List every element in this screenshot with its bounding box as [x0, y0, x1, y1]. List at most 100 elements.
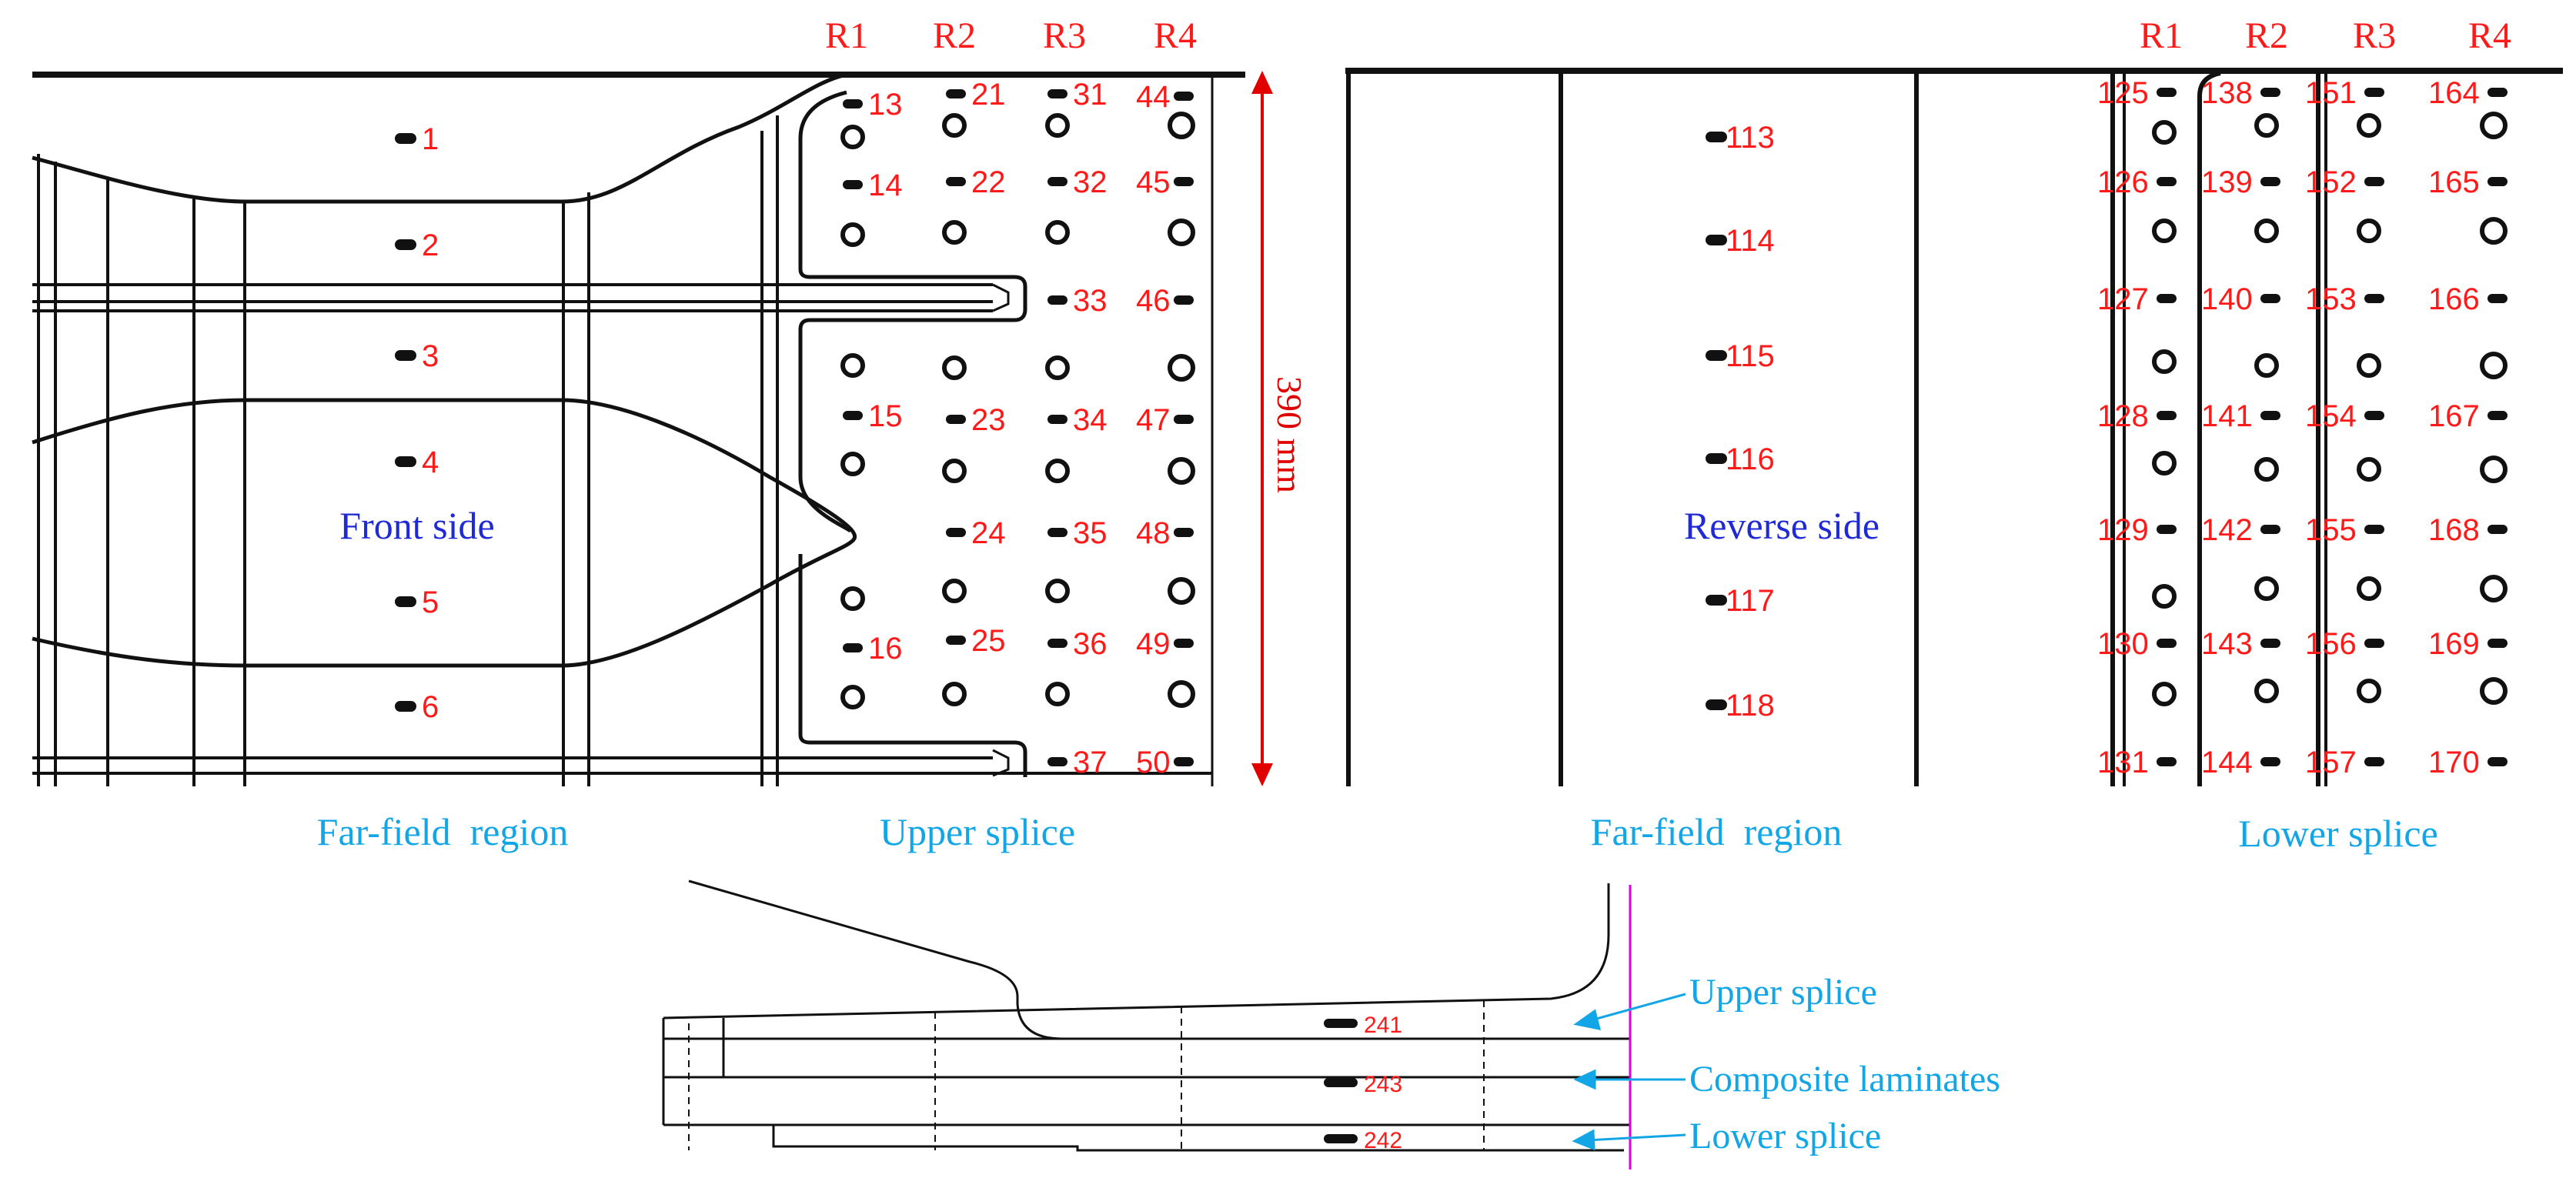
gauge-label-130: 130: [2097, 627, 2149, 661]
gauge-label-157: 157: [2305, 746, 2357, 779]
gauge-label-34: 34: [1073, 403, 1108, 437]
fastener-hole: [1045, 682, 1070, 706]
gauge-label-15: 15: [868, 399, 903, 433]
gauge-label-117: 117: [1726, 584, 1775, 618]
gauge-label-31: 31: [1073, 78, 1108, 112]
reverse-row-label-r2: R2: [2245, 15, 2288, 56]
gauge-4: [395, 456, 416, 467]
fastener-hole: [2480, 217, 2508, 245]
fastener-hole: [2254, 576, 2279, 601]
lower-splice-outline: [772, 1125, 1624, 1152]
front-side-label: Front side: [339, 504, 494, 547]
fastener-hole: [2357, 576, 2381, 601]
front-lower-cutout: [798, 554, 1027, 777]
front-row-label-r4: R4: [1154, 15, 1197, 56]
gauge-label-131: 131: [2097, 746, 2149, 779]
fastener-hole: [2357, 457, 2381, 482]
gauge-15: [843, 411, 863, 420]
section-arrows: [1572, 993, 1686, 1151]
gauge-117: [1706, 595, 1727, 606]
gauge-170: [2487, 757, 2508, 766]
reverse-row-label-r1: R1: [2140, 15, 2183, 56]
fastener-hole: [2254, 113, 2279, 138]
fastener-hole: [840, 452, 865, 476]
fastener-hole: [2357, 113, 2381, 138]
gauge-label-139: 139: [2201, 165, 2253, 199]
gauge-label-156: 156: [2305, 627, 2357, 661]
fastener-hole: [1045, 220, 1070, 245]
gauge-label-2: 2: [422, 229, 439, 262]
fastener-hole: [1168, 457, 1195, 485]
gauge-label-170: 170: [2428, 746, 2480, 779]
gauge-168: [2487, 525, 2508, 534]
fastener-hole: [2480, 456, 2508, 483]
gauge-49: [1174, 639, 1194, 648]
gauge-16: [843, 643, 863, 652]
gauge-label-151: 151: [2305, 76, 2357, 110]
gauge-14: [843, 180, 863, 189]
gauge-24: [946, 528, 966, 537]
upper-splice-region-label: Upper splice: [880, 810, 1075, 853]
fastener-hole: [1168, 219, 1195, 246]
gauge-118: [1706, 699, 1727, 710]
section-gauge-label-241: 241: [1364, 1013, 1402, 1038]
gauge-label-16: 16: [868, 632, 903, 666]
gauge-label-47: 47: [1136, 403, 1171, 437]
fastener-hole: [1168, 680, 1195, 708]
upper-splice-outline: [688, 879, 1628, 1040]
fastener-hole: [2152, 451, 2177, 476]
gauge-156: [2364, 639, 2384, 648]
gauge-label-154: 154: [2305, 399, 2357, 433]
gauge-label-32: 32: [1073, 165, 1108, 199]
gauge-35: [1047, 528, 1067, 537]
section-gauge-label-242: 242: [1364, 1128, 1402, 1153]
gauge-5: [395, 596, 416, 607]
section-gauge-241: [1324, 1019, 1358, 1028]
front-row-label-r2: R2: [933, 15, 976, 56]
fastener-hole: [1045, 459, 1070, 483]
gauge-151: [2364, 88, 2384, 97]
fastener-hole: [942, 220, 967, 245]
gauge-label-125: 125: [2097, 76, 2149, 110]
fastener-hole: [942, 113, 967, 138]
gauge-label-129: 129: [2097, 513, 2149, 547]
section-gauge-label-243: 243: [1364, 1072, 1402, 1097]
gauge-48: [1174, 528, 1194, 537]
gauge-label-116: 116: [1726, 442, 1775, 476]
gauge-31: [1047, 89, 1067, 98]
gauge-label-23: 23: [971, 403, 1006, 437]
fastener-hole: [2357, 353, 2381, 378]
gauge-label-49: 49: [1136, 627, 1171, 661]
reverse-panel-structure: [1345, 68, 2563, 786]
section-gauge-243: [1324, 1078, 1358, 1087]
gauge-label-126: 126: [2097, 165, 2149, 199]
gauge-139: [2260, 177, 2280, 186]
gauge-label-14: 14: [868, 169, 903, 202]
front-row-label-r1: R1: [825, 15, 868, 56]
gauge-label-138: 138: [2201, 76, 2253, 110]
gauge-143: [2260, 639, 2280, 648]
front-vertical-stiffeners: [37, 115, 779, 786]
front-flange-outline-upper: [32, 72, 847, 204]
gauge-116: [1706, 453, 1727, 464]
front-lens-flange: [32, 398, 857, 668]
fastener-hole: [1168, 112, 1195, 139]
fastener-hole: [840, 685, 865, 709]
gauge-113: [1706, 132, 1727, 142]
gauge-label-24: 24: [971, 516, 1006, 550]
section-label-composite-laminates: Composite laminates: [1689, 1059, 2000, 1100]
fastener-hole: [2357, 219, 2381, 243]
gauge-47: [1174, 415, 1194, 424]
gauge-label-37: 37: [1073, 746, 1108, 779]
gauge-label-45: 45: [1136, 165, 1171, 199]
gauge-6: [395, 701, 416, 712]
fastener-hole: [2357, 679, 2381, 703]
gauge-label-115: 115: [1726, 339, 1775, 373]
fastener-hole: [2480, 352, 2508, 379]
gauge-label-165: 165: [2428, 165, 2480, 199]
fastener-hole: [840, 586, 865, 611]
gauge-label-50: 50: [1136, 746, 1171, 779]
gauge-50: [1174, 757, 1194, 766]
gauge-45: [1174, 177, 1194, 186]
